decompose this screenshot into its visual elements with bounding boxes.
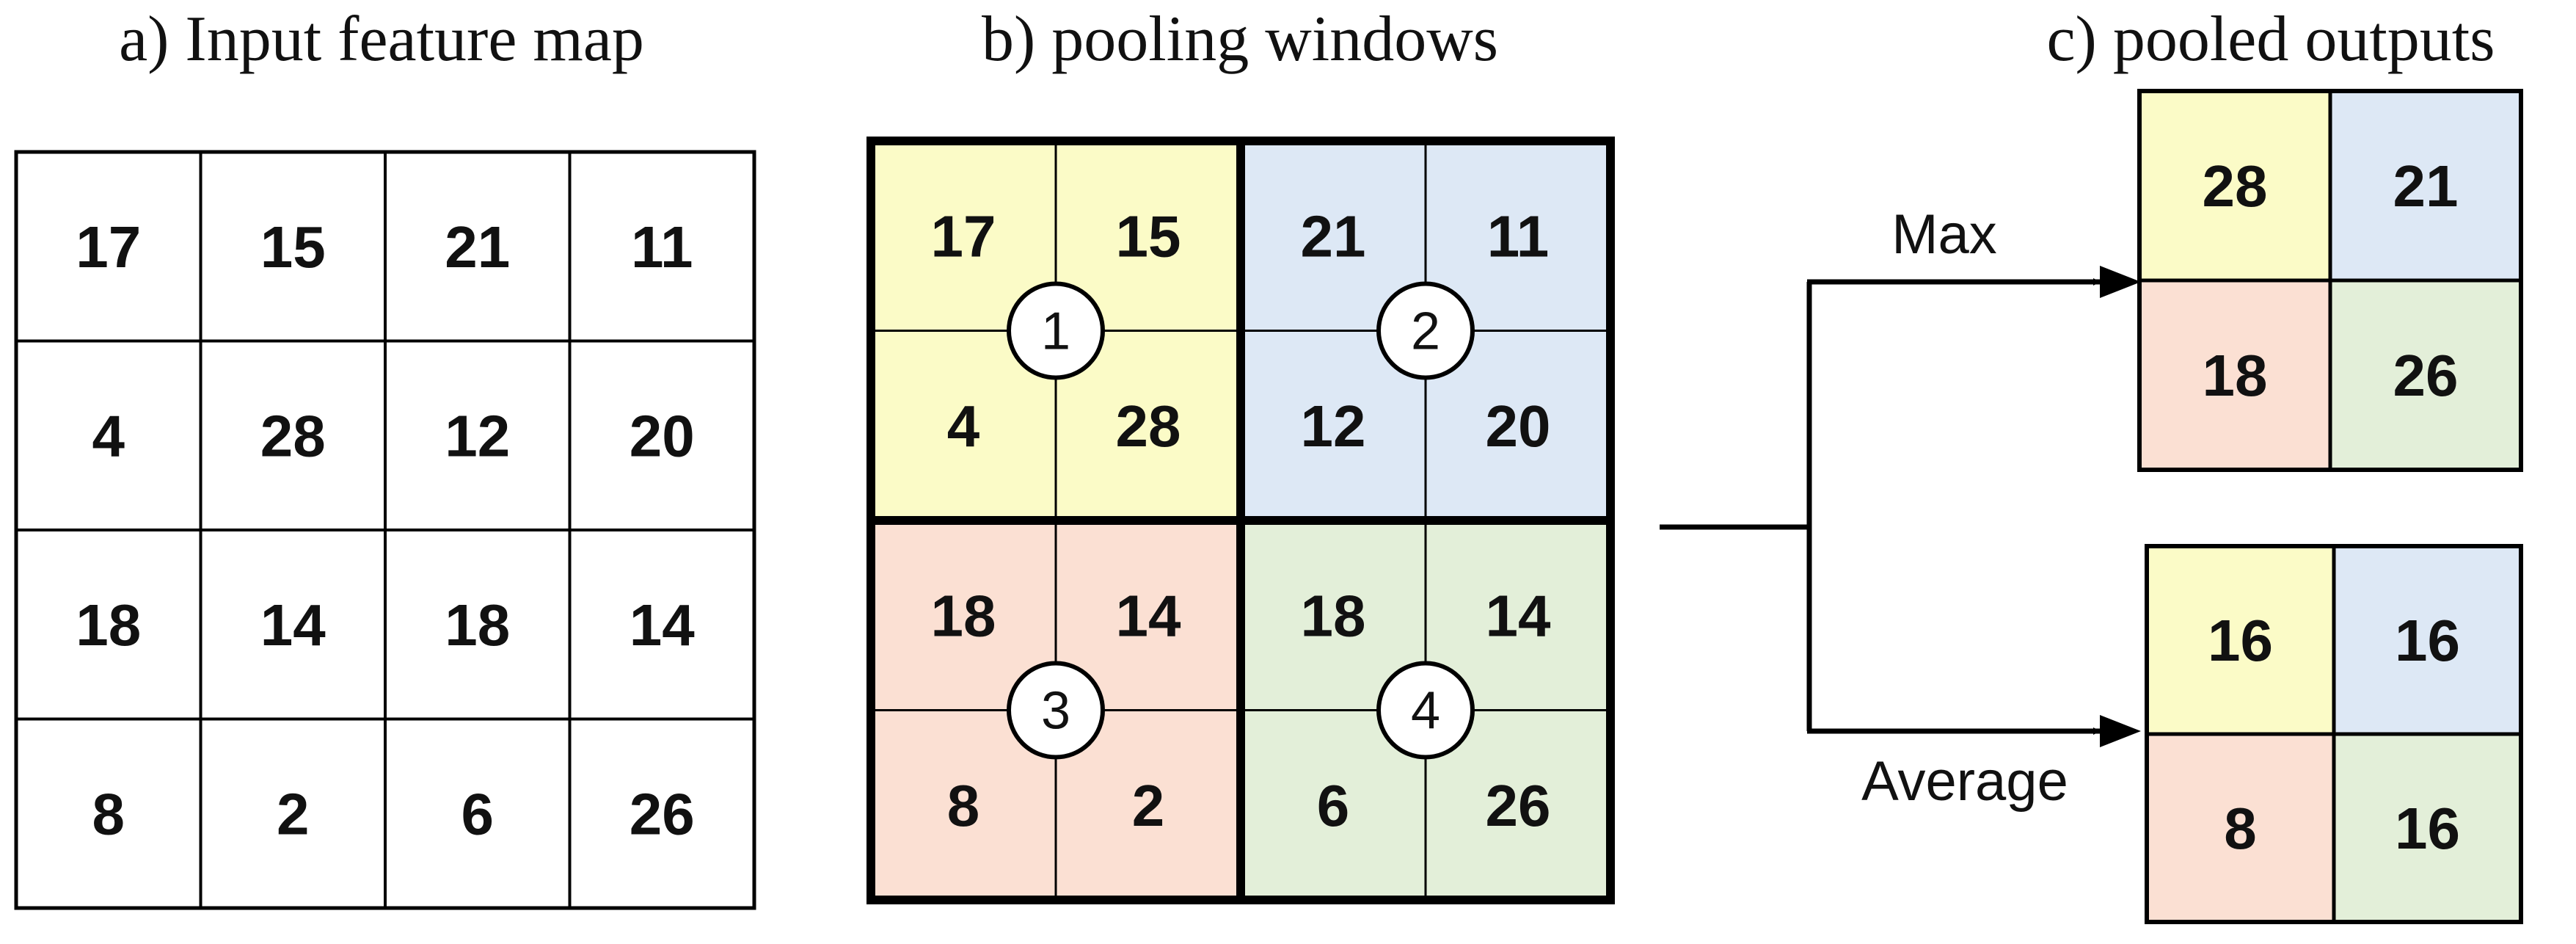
window-marker-label: 2 <box>1411 302 1440 361</box>
average-pooled-output: 16 16 8 16 <box>2145 544 2523 924</box>
output-cell <box>2139 91 2330 280</box>
output-cell-value: 26 <box>2393 343 2459 408</box>
input-cell-value: 17 <box>76 214 141 280</box>
input-cell-value: 14 <box>630 592 695 658</box>
outputs-title: c) pooled outputs <box>2046 4 2495 75</box>
input-cell-value: 4 <box>92 403 125 468</box>
window-marker-circle <box>1376 281 1475 380</box>
window-marker-label: 3 <box>1041 682 1070 741</box>
output-cell-value: 16 <box>2208 608 2273 673</box>
window-cell-value: 8 <box>947 773 980 838</box>
window-cell-value: 17 <box>931 203 996 269</box>
window-cell-value: 6 <box>1317 773 1350 838</box>
window-marker-label: 4 <box>1411 682 1440 741</box>
window-marker-circle <box>1007 281 1105 380</box>
input-title: a) Input feature map <box>119 4 644 75</box>
window-marker-circle <box>1007 661 1105 760</box>
output-grid-border <box>2137 89 2523 472</box>
window-cell-value: 15 <box>1116 203 1181 269</box>
input-cell-value: 2 <box>277 781 310 846</box>
window-cell-value: 28 <box>1116 393 1181 459</box>
window-cell-value: 14 <box>1486 583 1551 648</box>
input-cell-value: 6 <box>461 781 495 846</box>
input-cell-value: 26 <box>630 781 695 846</box>
window-marker-label: 1 <box>1041 302 1070 361</box>
window-cell-value: 18 <box>931 583 996 648</box>
input-cell-value: 20 <box>630 403 695 468</box>
output-cell-value: 16 <box>2395 796 2460 861</box>
input-cell-value: 15 <box>260 214 326 280</box>
window-cell-value: 11 <box>1487 203 1550 269</box>
window-cell-value: 12 <box>1301 393 1366 459</box>
windows-border <box>866 137 1615 904</box>
max-label: Max <box>1891 203 1997 266</box>
input-cell-value: 18 <box>76 592 141 658</box>
output-cell <box>2330 91 2521 280</box>
input-cell-value: 11 <box>631 214 693 280</box>
input-cell-value: 8 <box>92 781 125 846</box>
output-cell <box>2330 280 2521 470</box>
average-arrowhead <box>2100 715 2141 747</box>
output-cell-value: 21 <box>2393 153 2459 219</box>
window-cell-value: 14 <box>1116 583 1181 648</box>
window-cell-value: 26 <box>1486 773 1551 838</box>
window-cell-value: 4 <box>947 393 980 459</box>
max-pooled-output: 28 21 18 26 <box>2137 89 2523 472</box>
window-cell-value: 21 <box>1301 203 1366 269</box>
output-cell-value: 18 <box>2203 343 2268 408</box>
output-cell-value: 8 <box>2224 796 2257 861</box>
window-cell-value: 2 <box>1132 773 1165 838</box>
window-marker-circle <box>1376 661 1475 760</box>
windows-title: b) pooling windows <box>982 4 1498 75</box>
pooling-windows-grid <box>866 137 1615 904</box>
max-arrowhead <box>2100 266 2141 298</box>
output-cell <box>2147 734 2334 922</box>
output-cell <box>2147 546 2334 734</box>
window-cell-value: 20 <box>1486 393 1551 459</box>
output-cell-value: 16 <box>2395 608 2460 673</box>
branch-connector <box>1660 278 2101 735</box>
output-cell <box>2334 734 2521 922</box>
input-cell-value: 12 <box>445 403 510 468</box>
input-cell-value: 18 <box>445 592 510 658</box>
input-cell-value: 28 <box>260 403 326 468</box>
input-cell-value: 21 <box>445 214 510 280</box>
output-cell <box>2139 280 2330 470</box>
input-cell-value: 14 <box>260 592 326 658</box>
average-label: Average <box>1861 750 2068 813</box>
output-grid-border <box>2145 544 2523 924</box>
output-cell <box>2334 546 2521 734</box>
window-cell-value: 18 <box>1301 583 1366 648</box>
output-cell-value: 28 <box>2203 153 2268 219</box>
